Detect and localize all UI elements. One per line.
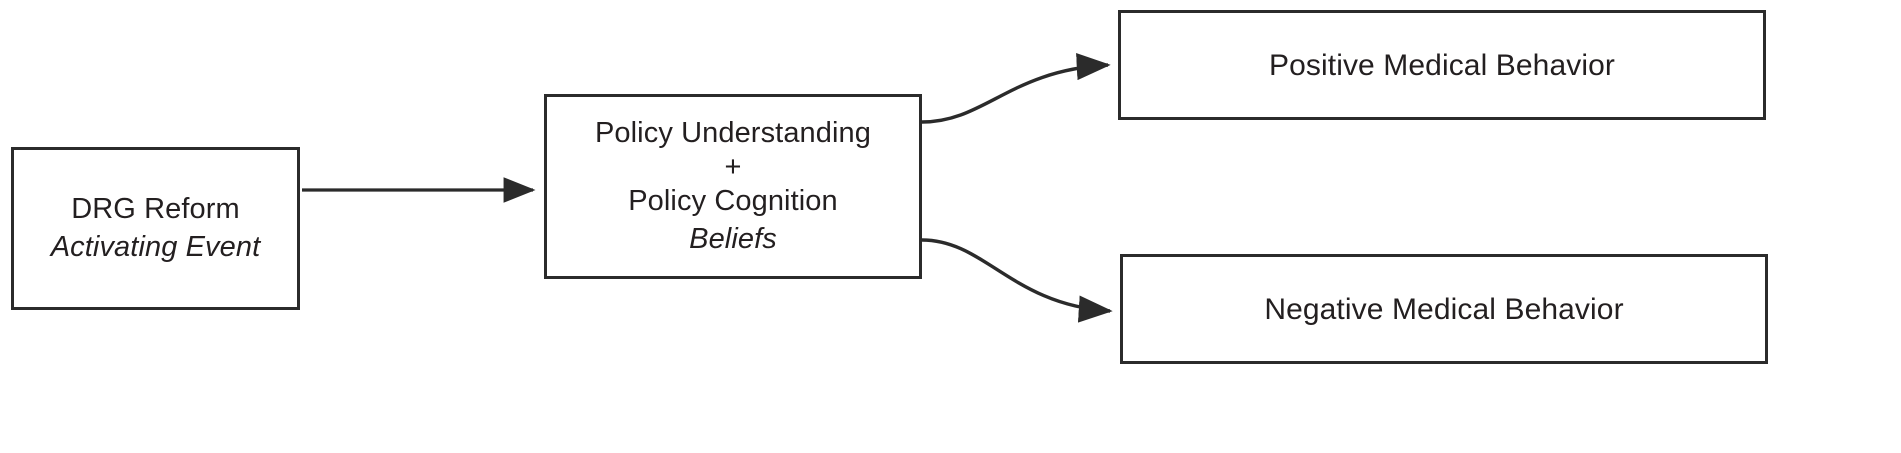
node-policy-cognition-plus-symbol: +: [724, 151, 742, 184]
node-negative-behavior[interactable]: Negative Medical Behavior: [1120, 254, 1768, 364]
node-policy-cognition-line-4: Beliefs: [689, 222, 777, 255]
node-positive-behavior[interactable]: Positive Medical Behavior: [1118, 10, 1766, 120]
edge-cognition-to-negative: [921, 238, 1113, 323]
node-activating-event[interactable]: DRG Reform Activating Event: [11, 147, 300, 310]
node-activating-event-line-1: DRG Reform: [71, 192, 240, 225]
node-policy-cognition[interactable]: Policy Understanding + Policy Cognition …: [544, 94, 922, 279]
node-activating-event-line-2: Activating Event: [50, 230, 261, 263]
edge-cognition-to-positive: [921, 53, 1111, 124]
node-positive-behavior-label: Positive Medical Behavior: [1269, 48, 1615, 82]
node-policy-cognition-line-3: Policy Cognition: [628, 184, 838, 217]
node-negative-behavior-label: Negative Medical Behavior: [1264, 292, 1624, 326]
node-policy-cognition-line-1: Policy Understanding: [594, 116, 872, 149]
